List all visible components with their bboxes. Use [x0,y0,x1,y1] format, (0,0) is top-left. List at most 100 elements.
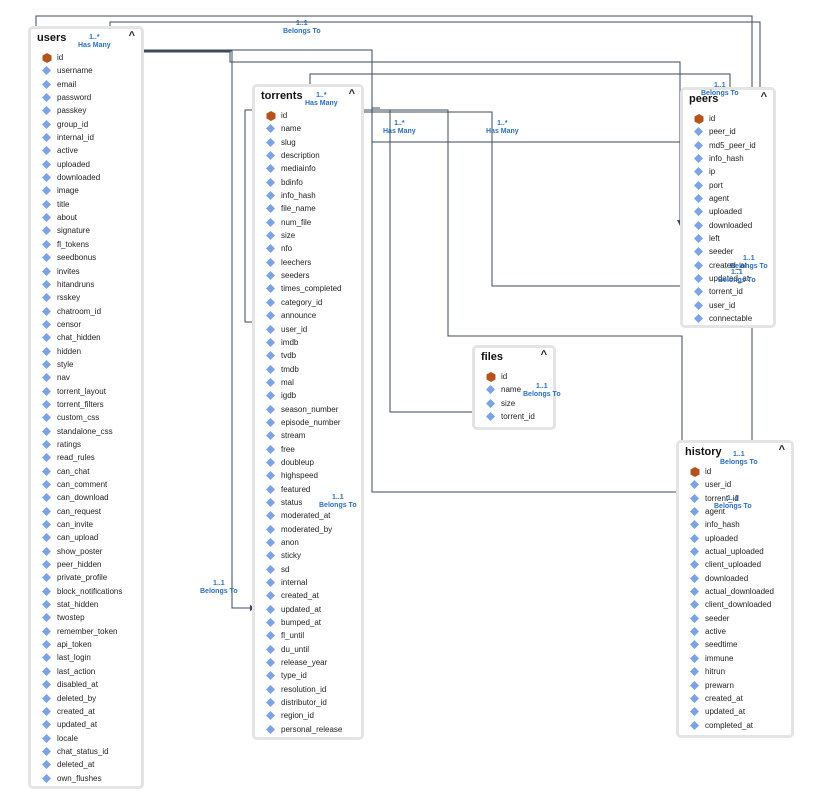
field-row-user-id[interactable]: user_id [679,478,791,491]
field-row-active[interactable]: active [31,144,141,157]
field-row-season-number[interactable]: season_number [255,403,361,416]
field-row-invites[interactable]: invites [31,265,141,278]
field-row-bumped-at[interactable]: bumped_at [255,616,361,629]
field-row-can-comment[interactable]: can_comment [31,478,141,491]
field-row-actual-downloaded[interactable]: actual_downloaded [679,585,791,598]
field-row-read-rules[interactable]: read_rules [31,451,141,464]
field-row-distributor-id[interactable]: distributor_id [255,696,361,709]
field-row-nav[interactable]: nav [31,371,141,384]
field-row-seedtime[interactable]: seedtime [679,638,791,651]
field-row-downloaded[interactable]: downloaded [679,572,791,585]
field-row-fl-tokens[interactable]: fl_tokens [31,238,141,251]
field-row-active[interactable]: active [679,625,791,638]
field-row-created-at[interactable]: created_at [31,705,141,718]
field-row-internal-id[interactable]: internal_id [31,131,141,144]
field-row-highspeed[interactable]: highspeed [255,469,361,482]
field-row-created-at[interactable]: created_at [255,589,361,602]
field-row-resolution-id[interactable]: resolution_id [255,683,361,696]
field-row-deleted-at[interactable]: deleted_at [31,758,141,771]
field-row-tvdb[interactable]: tvdb [255,349,361,362]
field-row-downloaded[interactable]: downloaded [31,171,141,184]
field-row-user-id[interactable]: user_id [255,323,361,336]
field-row-custom-css[interactable]: custom_css [31,411,141,424]
field-row-torrent-layout[interactable]: torrent_layout [31,385,141,398]
field-row-private-profile[interactable]: private_profile [31,571,141,584]
field-row-style[interactable]: style [31,358,141,371]
field-row-chatroom-id[interactable]: chatroom_id [31,305,141,318]
field-row-updated-at[interactable]: updated_at [31,718,141,731]
field-row-info-hash[interactable]: info_hash [255,189,361,202]
field-row-imdb[interactable]: imdb [255,336,361,349]
field-row-id[interactable]: id [683,112,773,125]
field-row-can-chat[interactable]: can_chat [31,465,141,478]
field-row-about[interactable]: about [31,211,141,224]
field-row-standalone-css[interactable]: standalone_css [31,425,141,438]
field-row-igdb[interactable]: igdb [255,389,361,402]
field-row-can-invite[interactable]: can_invite [31,518,141,531]
field-row-hidden[interactable]: hidden [31,345,141,358]
field-row-seedbonus[interactable]: seedbonus [31,251,141,264]
field-row-api-token[interactable]: api_token [31,638,141,651]
field-row-ratings[interactable]: ratings [31,438,141,451]
field-row-torrent-id[interactable]: torrent_id [475,410,553,423]
field-row-ip[interactable]: ip [683,165,773,178]
field-row-can-download[interactable]: can_download [31,491,141,504]
field-row-doubleup[interactable]: doubleup [255,456,361,469]
field-row-completed-at[interactable]: completed_at [679,719,791,732]
field-row-user-id[interactable]: user_id [683,299,773,312]
field-row-client-uploaded[interactable]: client_uploaded [679,558,791,571]
field-row-disabled-at[interactable]: disabled_at [31,678,141,691]
field-row-info-hash[interactable]: info_hash [683,152,773,165]
field-row-release-year[interactable]: release_year [255,656,361,669]
field-row-torrent-filters[interactable]: torrent_filters [31,398,141,411]
field-row-region-id[interactable]: region_id [255,709,361,722]
field-row-censor[interactable]: censor [31,318,141,331]
field-row-times-completed[interactable]: times_completed [255,282,361,295]
field-row-password[interactable]: password [31,91,141,104]
field-row-stat-hidden[interactable]: stat_hidden [31,598,141,611]
field-row-chat-status-id[interactable]: chat_status_id [31,745,141,758]
field-row-title[interactable]: title [31,198,141,211]
field-row-created-at[interactable]: created_at [679,692,791,705]
field-row-description[interactable]: description [255,149,361,162]
field-row-id[interactable]: id [475,370,553,383]
field-row-last-login[interactable]: last_login [31,651,141,664]
field-row-fl-until[interactable]: fl_until [255,629,361,642]
field-row-group-id[interactable]: group_id [31,118,141,131]
field-row-username[interactable]: username [31,64,141,77]
field-row-hitandruns[interactable]: hitandruns [31,278,141,291]
field-row-seeder[interactable]: seeder [679,612,791,625]
field-row-immune[interactable]: immune [679,652,791,665]
users-collapse-icon[interactable]: ^ [128,30,135,42]
field-row-seeders[interactable]: seeders [255,269,361,282]
field-row-deleted-by[interactable]: deleted_by [31,692,141,705]
field-row-announce[interactable]: announce [255,309,361,322]
field-row-id[interactable]: id [255,109,361,122]
field-row-anon[interactable]: anon [255,536,361,549]
field-row-peer-id[interactable]: peer_id [683,125,773,138]
field-row-block-notifications[interactable]: block_notifications [31,585,141,598]
field-row-name[interactable]: name [255,122,361,135]
field-row-leechers[interactable]: leechers [255,256,361,269]
field-row-downloaded[interactable]: downloaded [683,219,773,232]
field-row-category-id[interactable]: category_id [255,296,361,309]
field-row-moderated-by[interactable]: moderated_by [255,523,361,536]
field-row-info-hash[interactable]: info_hash [679,518,791,531]
field-row-prewarn[interactable]: prewarn [679,679,791,692]
field-row-connectable[interactable]: connectable [683,312,773,325]
field-row-signature[interactable]: signature [31,224,141,237]
field-row-file-name[interactable]: file_name [255,202,361,215]
field-row-uploaded[interactable]: uploaded [31,158,141,171]
field-row-free[interactable]: free [255,443,361,456]
field-row-slug[interactable]: slug [255,136,361,149]
field-row-locale[interactable]: locale [31,732,141,745]
peers-collapse-icon[interactable]: ^ [760,91,767,103]
field-row-rsskey[interactable]: rsskey [31,291,141,304]
field-row-torrent-id[interactable]: torrent_id [679,492,791,505]
field-row-updated-at[interactable]: updated_at [679,705,791,718]
field-row-type-id[interactable]: type_id [255,669,361,682]
field-row-own-flushes[interactable]: own_flushes [31,772,141,785]
field-row-remember-token[interactable]: remember_token [31,625,141,638]
field-row-episode-number[interactable]: episode_number [255,416,361,429]
